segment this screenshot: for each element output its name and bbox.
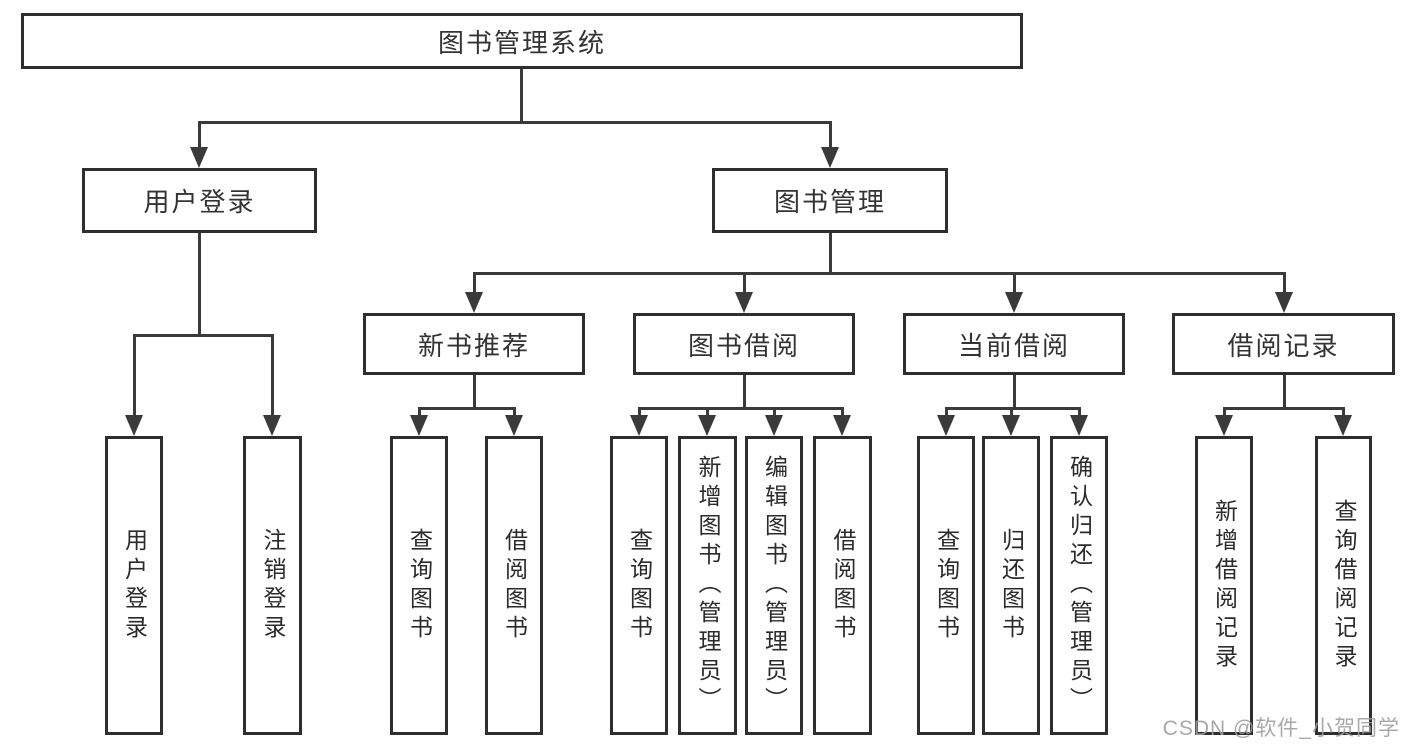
node-current-borrow-label: 当前借阅 (957, 330, 1070, 361)
connector-book-management-split (473, 272, 1285, 275)
leaf-user-login: 用户登录 (105, 436, 163, 735)
leaf-current-query-books-label: 查询图书 (933, 527, 960, 644)
leaf-records-add-record: 新增借阅记录 (1195, 436, 1253, 735)
csdn-watermark: CSDN @软件_小贺同学 (1162, 717, 1400, 740)
connector-to-leaf-user-login-shaft (133, 334, 136, 417)
connector-user-login-stem (198, 233, 201, 334)
connector-to-user-login-shaft (198, 121, 201, 149)
connector-to-records-query-shaft (1342, 407, 1345, 417)
leaf-records-query-record-label: 查询借阅记录 (1331, 498, 1357, 673)
leaf-borrow-query-books: 查询图书 (610, 436, 668, 735)
connector-records-split (1223, 407, 1344, 410)
leaf-current-confirm-return-admin: 确认归还（管理员） (1050, 436, 1108, 735)
node-user-login: 用户登录 (82, 168, 317, 233)
connector-to-borrow-edit-shaft (773, 407, 776, 417)
leaf-current-return-books-label: 归还图书 (998, 527, 1025, 644)
connector-to-borrow-add-shaft (706, 407, 709, 417)
connector-book-management-stem (829, 233, 832, 272)
connector-root-split (198, 121, 831, 124)
arrow-to-book-management (821, 147, 839, 168)
leaf-recommend-borrow-books: 借阅图书 (485, 436, 543, 735)
leaf-borrow-borrow-books: 借阅图书 (813, 436, 872, 735)
arrow-to-records-add (1215, 415, 1233, 436)
arrow-to-records-query (1334, 415, 1352, 436)
connector-to-current-borrow-shaft (1013, 272, 1016, 294)
connector-to-current-query-shaft (945, 407, 948, 417)
node-borrow-records-label: 借阅记录 (1227, 330, 1340, 361)
node-book-management-label: 图书管理 (773, 187, 886, 217)
leaf-borrow-borrow-books-label: 借阅图书 (830, 527, 856, 644)
arrow-to-current-borrow (1005, 292, 1023, 313)
node-new-book-recommend: 新书推荐 (363, 313, 585, 375)
arrow-to-recommend-borrow (505, 415, 523, 436)
arrow-to-borrow-query (630, 415, 648, 436)
connector-borrow-split (638, 407, 843, 410)
leaf-borrow-add-books-admin: 新增图书（管理员） (678, 436, 737, 735)
connector-to-borrow-query-shaft (638, 407, 641, 417)
leaf-records-add-record-label: 新增借阅记录 (1211, 498, 1238, 673)
leaf-borrow-edit-books-admin-label: 编辑图书（管理员） (761, 455, 788, 716)
connector-recommend-split (418, 407, 515, 410)
connector-root-stem (520, 69, 523, 121)
leaf-current-confirm-return-admin-label: 确认归还（管理员） (1066, 455, 1093, 716)
arrow-to-leaf-logout (263, 415, 281, 436)
node-book-borrow-label: 图书借阅 (687, 330, 800, 361)
leaf-logout: 注销登录 (243, 436, 302, 735)
connector-current-stem (1013, 375, 1016, 407)
leaf-recommend-query-books: 查询图书 (390, 436, 448, 735)
node-user-login-label: 用户登录 (143, 187, 256, 217)
node-borrow-records: 借阅记录 (1172, 313, 1395, 375)
connector-recommend-stem (473, 375, 476, 407)
arrow-to-recommend-query (410, 415, 428, 436)
arrow-to-book-borrow (735, 292, 753, 313)
arrow-to-current-query (937, 415, 955, 436)
node-root: 图书管理系统 (21, 13, 1023, 69)
node-book-borrow: 图书借阅 (633, 313, 855, 375)
arrow-to-current-return (1002, 415, 1020, 436)
arrow-to-current-confirm (1070, 415, 1088, 436)
arrow-to-borrow-edit (765, 415, 783, 436)
connector-to-current-return-shaft (1010, 407, 1013, 417)
connector-to-book-management-shaft (829, 121, 832, 149)
node-root-label: 图书管理系统 (437, 27, 606, 58)
connector-to-borrow-borrow-shaft (841, 407, 844, 417)
node-current-borrow: 当前借阅 (903, 313, 1125, 375)
connector-user-login-split (133, 334, 273, 337)
connector-to-recommend-query-shaft (418, 407, 421, 417)
connector-to-new-book-recommend-shaft (473, 272, 476, 294)
arrow-to-user-login (190, 147, 208, 168)
leaf-user-login-label: 用户登录 (121, 527, 148, 644)
arrow-to-borrow-records (1275, 292, 1293, 313)
leaf-borrow-add-books-admin-label: 新增图书（管理员） (695, 455, 721, 716)
connector-to-leaf-logout-shaft (271, 334, 274, 417)
connector-to-recommend-borrow-shaft (513, 407, 516, 417)
connector-to-records-add-shaft (1223, 407, 1226, 417)
node-new-book-recommend-label: 新书推荐 (417, 330, 530, 361)
arrow-to-borrow-add (698, 415, 716, 436)
leaf-borrow-edit-books-admin: 编辑图书（管理员） (745, 436, 803, 735)
leaf-records-query-record: 查询借阅记录 (1315, 436, 1372, 735)
leaf-current-return-books: 归还图书 (982, 436, 1040, 735)
leaf-current-query-books: 查询图书 (917, 436, 975, 735)
connector-to-book-borrow-shaft (743, 272, 746, 294)
connector-to-borrow-records-shaft (1283, 272, 1286, 294)
leaf-logout-label: 注销登录 (260, 527, 286, 644)
leaf-recommend-borrow-books-label: 借阅图书 (501, 527, 528, 644)
leaf-borrow-query-books-label: 查询图书 (626, 527, 653, 644)
arrow-to-leaf-user-login (125, 415, 143, 436)
arrow-to-borrow-borrow (833, 415, 851, 436)
leaf-recommend-query-books-label: 查询图书 (406, 527, 433, 644)
connector-to-current-confirm-shaft (1078, 407, 1081, 417)
connector-records-stem (1283, 375, 1286, 407)
arrow-to-new-book-recommend (465, 292, 483, 313)
node-book-management: 图书管理 (712, 168, 948, 233)
connector-borrow-stem (743, 375, 746, 407)
